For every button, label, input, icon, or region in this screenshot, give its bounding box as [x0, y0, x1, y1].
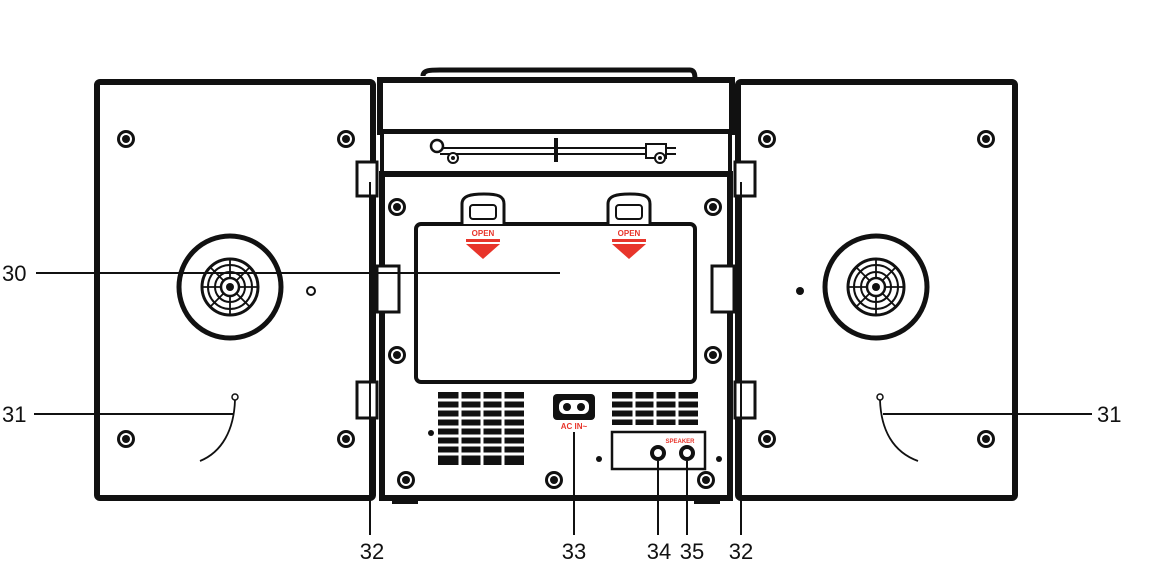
- main-unit: OPEN OPEN: [355, 67, 757, 504]
- right-ventilation-grille: [612, 392, 698, 425]
- open-arrow-right: [612, 239, 646, 242]
- callout-31-left: 31: [2, 402, 26, 427]
- speaker-jack-a[interactable]: [650, 445, 666, 461]
- left-speaker: [94, 79, 376, 501]
- callout-leaders: [34, 182, 1092, 535]
- speaker-label: SPEAKER: [665, 439, 695, 445]
- callout-34: 34: [647, 539, 671, 564]
- callout-31-right: 31: [1097, 402, 1121, 427]
- right-speaker-grille: [825, 236, 927, 338]
- left-antenna-wire[interactable]: [199, 393, 239, 462]
- speaker-jack-b[interactable]: [679, 445, 695, 461]
- callout-32-right: 32: [729, 539, 753, 564]
- callout-30: 30: [2, 261, 26, 286]
- callout-33: 33: [562, 539, 586, 564]
- callout-32-left: 32: [360, 539, 384, 564]
- right-antenna-wire[interactable]: [876, 393, 919, 462]
- battery-compartment-cover[interactable]: OPEN OPEN: [414, 192, 697, 384]
- open-label-left: OPEN: [472, 229, 495, 238]
- left-speaker-grille: [179, 236, 281, 338]
- callout-35: 35: [680, 539, 704, 564]
- ac-input-label: AC IN~: [561, 422, 588, 431]
- left-ventilation-grille: [438, 392, 524, 465]
- open-arrow-left: [466, 239, 500, 242]
- right-speaker: [735, 79, 1018, 501]
- open-label-right: OPEN: [618, 229, 641, 238]
- ac-input-socket[interactable]: AC IN~: [553, 394, 595, 431]
- left-mounting-tabs: [355, 160, 401, 420]
